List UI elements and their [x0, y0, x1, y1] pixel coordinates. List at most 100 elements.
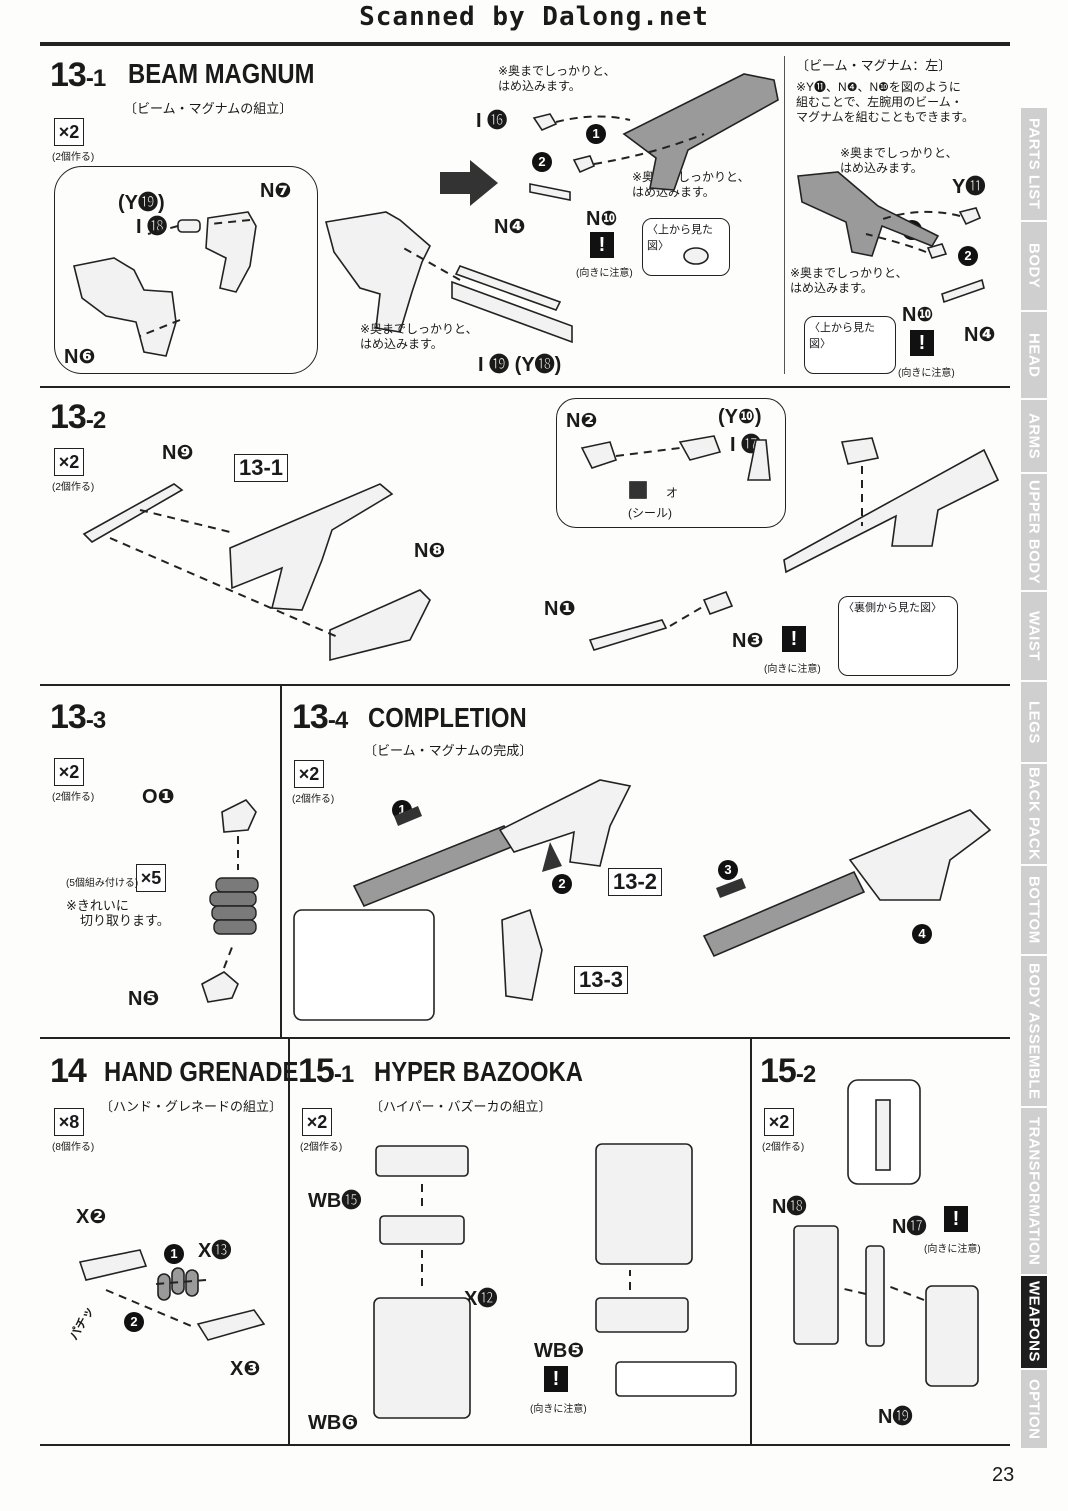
- sidebar-tab-upper-body[interactable]: UPPER BODY: [1021, 474, 1047, 590]
- step-15-2-multiplier: ×2: [764, 1108, 794, 1136]
- row3-vline: [280, 686, 282, 1037]
- step-13-1-multiplier-note: (2個作る): [52, 152, 95, 163]
- step-marker-1: 1: [586, 124, 606, 144]
- step-14-number: 14: [50, 1052, 87, 1090]
- label-n1: N❶: [544, 598, 576, 620]
- step-13-2-warning-icon: !: [782, 626, 806, 652]
- step-13-1-subtitle: 〔ビーム・マグナムの組立〕: [124, 101, 293, 116]
- step-15-1-warning-icon: !: [544, 1366, 568, 1392]
- step-15-1-number: 15-1: [298, 1052, 354, 1090]
- x5-note: (5個組み付ける): [66, 878, 139, 889]
- sidebar-tab-waist[interactable]: WAIST: [1021, 592, 1047, 680]
- beam-magnum-completion: [293, 779, 992, 1021]
- step-14-title: HAND GRENADE: [104, 1056, 299, 1087]
- sidebar-tab-transformation[interactable]: TRANSFORMATION: [1021, 1108, 1047, 1274]
- step-13-1-multiplier: ×2: [54, 118, 84, 146]
- cut-note: ※きれいに切り取ります。: [66, 898, 170, 928]
- step-15-2-warning-note: (向きに注意): [924, 1244, 981, 1255]
- label-n18: N⓲: [772, 1196, 807, 1218]
- label-n2: N❷: [566, 410, 598, 432]
- hand-grenade-parts: [78, 1249, 266, 1341]
- step-13-4-marker-2: 2: [552, 874, 572, 894]
- ref-13-3: 13-3: [574, 966, 629, 994]
- top-rule: [40, 42, 1010, 46]
- label-n9: N❾: [162, 442, 194, 464]
- label-x13: X⓭: [198, 1240, 232, 1262]
- step-15-2-warning-icon: !: [944, 1206, 968, 1232]
- sidebar-tab-parts-list[interactable]: PARTS LIST: [1021, 108, 1047, 220]
- step-13-1-number: 13-1: [50, 56, 106, 94]
- step-13-3-number: 13-3: [50, 698, 106, 736]
- label-wb6: WB❻: [308, 1412, 359, 1434]
- step-15-1-warning-note: (向きに注意): [530, 1404, 587, 1415]
- left-variant-top-view: 〈上から見た図〉: [804, 316, 896, 374]
- label-y10: (Y❿): [718, 406, 762, 428]
- step-14-marker-2: 2: [124, 1312, 144, 1332]
- seal-o: オ: [666, 486, 679, 500]
- step-15-1-title: HYPER BAZOOKA: [374, 1056, 583, 1087]
- bottom-rule: [40, 1444, 1010, 1446]
- label-x2: X❷: [76, 1206, 107, 1228]
- label-n19: N⓳: [878, 1406, 913, 1428]
- step-13-2-warning-note: (向きに注意): [764, 664, 821, 675]
- left-variant-push-note-a: ※奥までしっかりと、はめ込みます。: [840, 146, 958, 175]
- hyper-bazooka-parts: [373, 1143, 737, 1419]
- sidebar-tab-back-pack[interactable]: BACK PACK: [1021, 764, 1047, 864]
- back-view-note: 〈裏側から見た図〉: [838, 596, 958, 676]
- beam-magnum-assembly-center: [529, 73, 779, 265]
- step-15-2-number: 15-2: [760, 1052, 816, 1090]
- step-13-4-number: 13-4: [292, 698, 348, 736]
- row3-divider: [40, 1037, 1010, 1039]
- page-number: 23: [992, 1464, 1015, 1486]
- beam-magnum-parts-13-1: [73, 211, 573, 357]
- beam-magnum-left-variant: [797, 171, 985, 304]
- label-n17: N⓱: [892, 1216, 927, 1238]
- label-n4-right: N❹: [964, 324, 996, 346]
- step-13-2-callout: [556, 398, 786, 528]
- step-13-4-multiplier-note: (2個作る): [292, 794, 335, 805]
- label-x12: X⓬: [464, 1288, 498, 1310]
- left-variant-note: ※Y⓫、N❹、N❿を図のように 組むことで、左腕用のビーム・ マグナムを組むこと…: [796, 80, 974, 124]
- label-n6: N❻: [64, 346, 96, 368]
- sidebar-tab-weapons[interactable]: WEAPONS: [1021, 1276, 1047, 1368]
- step-13-3-multiplier-note: (2個作る): [52, 792, 95, 803]
- label-i18: I ⓲: [136, 216, 168, 238]
- sidebar-tab-body[interactable]: BODY: [1021, 222, 1047, 310]
- label-n10-center: N❿: [586, 208, 618, 230]
- step-13-2-number: 13-2: [50, 398, 106, 436]
- step-15-1-multiplier-note: (2個作る): [300, 1142, 343, 1153]
- label-n4-center: N❹: [494, 216, 526, 238]
- step-13-4-marker-4: 4: [912, 924, 932, 944]
- top-view-note: 〈上から見た図〉: [642, 218, 730, 276]
- warning-note: (向きに注意): [576, 268, 633, 279]
- row1-vline: [784, 56, 785, 374]
- hyper-bazooka-15-2-parts: [793, 1079, 979, 1387]
- warning-icon: !: [590, 232, 614, 258]
- sidebar-tab-body-assemble[interactable]: BODY ASSEMBLE: [1021, 956, 1047, 1106]
- label-n3: N❸: [732, 630, 764, 652]
- sidebar-tab-arms[interactable]: ARMS: [1021, 400, 1047, 472]
- step-13-4-subtitle: 〔ビーム・マグナムの完成〕: [364, 743, 533, 758]
- step-14-multiplier-note: (8個作る): [52, 1142, 95, 1153]
- label-n8: N❽: [414, 540, 446, 562]
- step-13-1-callout: [54, 166, 318, 374]
- row4-vline-1: [288, 1039, 290, 1444]
- row1-divider: [40, 386, 1010, 388]
- hand-13-3-parts: [201, 799, 259, 1003]
- sidebar-tab-bottom[interactable]: BOTTOM: [1021, 866, 1047, 954]
- step-marker-2: 2: [532, 152, 552, 172]
- left-variant-push-note-b: ※奥までしっかりと、はめ込みます。: [790, 266, 908, 295]
- left-variant-warning-icon: !: [910, 330, 934, 356]
- sidebar-tab-legs[interactable]: LEGS: [1021, 682, 1047, 762]
- label-i19-y18: I ⓳ (Y⓲): [478, 354, 562, 376]
- label-n5: N❺: [128, 988, 160, 1010]
- sidebar-tab-option[interactable]: OPTION: [1021, 1370, 1047, 1448]
- label-o1: O❶: [142, 786, 175, 808]
- step-13-4-multiplier: ×2: [294, 760, 324, 788]
- step-14-subtitle: 〔ハンド・グレネードの組立〕: [100, 1099, 283, 1114]
- step-15-1-multiplier: ×2: [302, 1108, 332, 1136]
- x5-multiplier: ×5: [136, 864, 166, 892]
- step-15-1-subtitle: 〔ハイパー・バズーカの組立〕: [370, 1099, 552, 1114]
- step-13-2-multiplier-note: (2個作る): [52, 482, 95, 493]
- sidebar-tab-head[interactable]: HEAD: [1021, 312, 1047, 398]
